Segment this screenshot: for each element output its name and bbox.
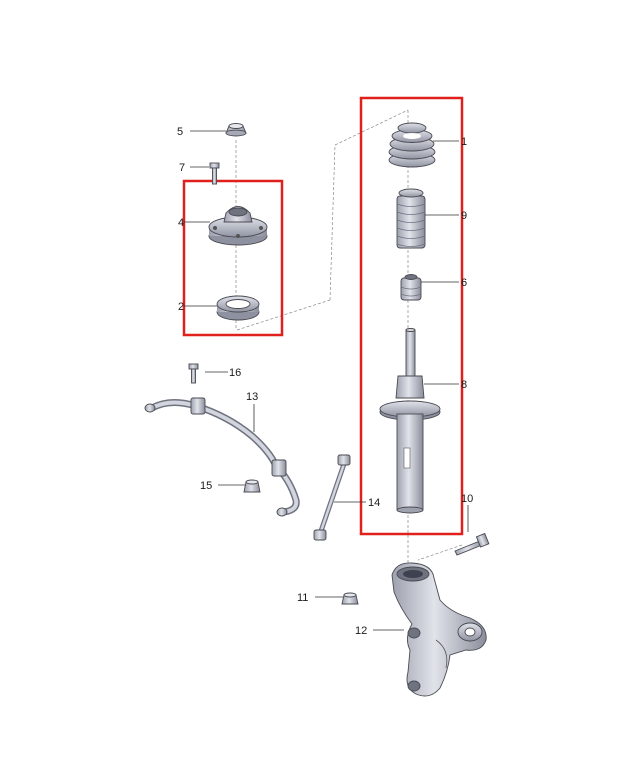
label-14: 14	[368, 497, 380, 509]
label-11: 11	[297, 592, 308, 604]
part-1-coil-spring[interactable]	[388, 122, 436, 168]
part-7-bolt[interactable]	[209, 162, 220, 185]
label-13: 13	[246, 391, 258, 403]
label-5: 5	[177, 126, 183, 138]
part-11-nut[interactable]	[341, 592, 359, 605]
label-12: 12	[355, 625, 367, 637]
part-14-coupling-rod[interactable]	[313, 454, 351, 541]
highlight-box-strut	[359, 96, 464, 536]
part-12-steering-knuckle[interactable]	[391, 562, 487, 697]
part-15-bushing[interactable]	[243, 479, 261, 493]
label-15: 15	[200, 480, 212, 492]
label-2: 2	[178, 301, 184, 313]
label-4: 4	[178, 217, 184, 229]
highlight-box-top-mount	[182, 179, 284, 337]
part-number-labels: 5 7 4 2 1 9 6 8 16 13 15 14 10 11 12	[177, 126, 473, 637]
part-6-bump-stop[interactable]	[400, 274, 422, 301]
label-8: 8	[461, 379, 467, 391]
label-16: 16	[229, 367, 241, 379]
part-2-bearing[interactable]	[216, 295, 260, 321]
label-9: 9	[461, 210, 467, 222]
label-1: 1	[461, 136, 467, 148]
part-8-shock-absorber[interactable]	[379, 328, 441, 514]
part-13-stabilizer-bar[interactable]	[144, 397, 300, 517]
label-6: 6	[461, 277, 467, 289]
part-5-nut[interactable]	[225, 123, 247, 137]
part-9-bellows[interactable]	[396, 188, 426, 249]
part-4-strut-mount[interactable]	[208, 206, 268, 246]
label-10: 10	[461, 493, 473, 505]
part-16-bolt[interactable]	[188, 363, 199, 384]
leader-lines	[184, 130, 469, 631]
label-7: 7	[179, 162, 185, 174]
part-10-bolt[interactable]	[454, 532, 490, 556]
